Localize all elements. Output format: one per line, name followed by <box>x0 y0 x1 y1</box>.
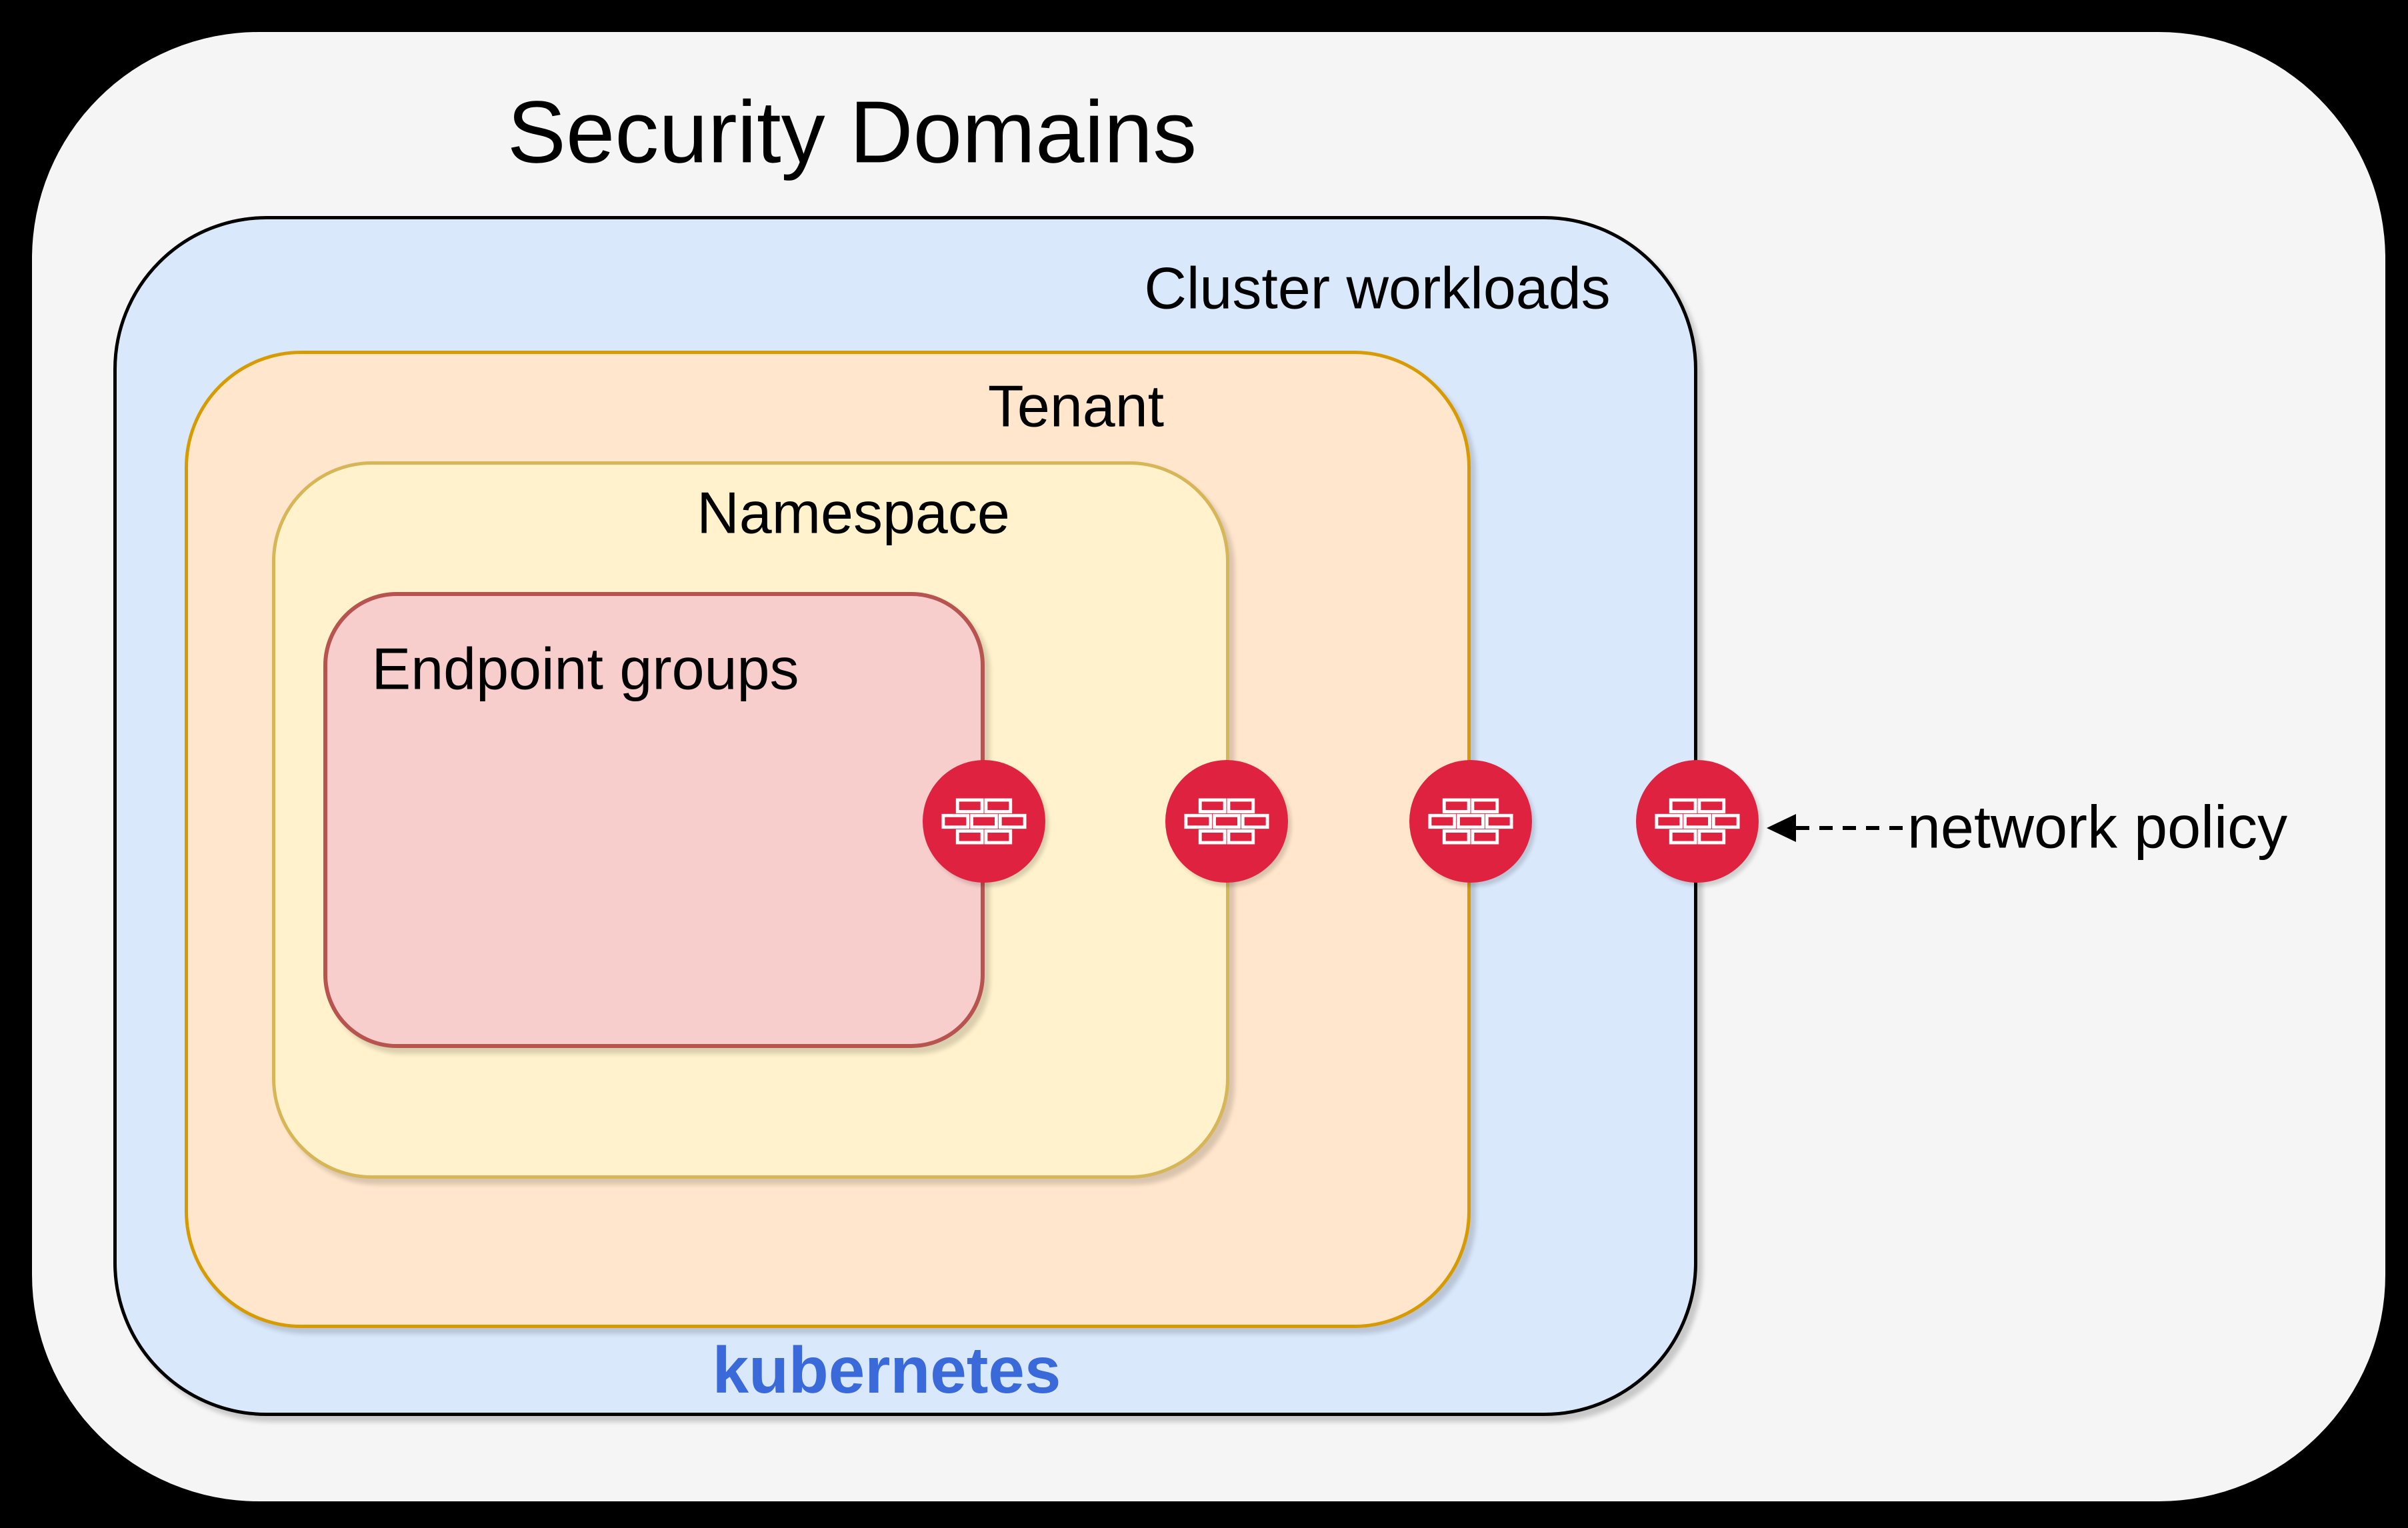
firewall-circle-tenant-boundary <box>1409 760 1532 883</box>
firewall-icon <box>1428 798 1513 845</box>
tenant-label: Tenant <box>987 373 1165 439</box>
cluster-workloads-label: Cluster workloads <box>1144 255 1611 321</box>
arrow-left-icon <box>1767 814 1916 842</box>
firewall-circle-endpoint-boundary <box>923 760 1045 883</box>
endpoint-groups-box <box>323 592 985 1048</box>
firewall-icon <box>941 798 1027 845</box>
endpoint-groups-label: Endpoint groups <box>371 635 799 702</box>
firewall-circle-cluster-boundary <box>1636 760 1759 883</box>
network-policy-label: network policy <box>1907 794 2288 861</box>
namespace-label: Namespace <box>697 479 1010 546</box>
kubernetes-wordmark: kubernetes <box>712 1333 1061 1407</box>
diagram-title: Security Domains <box>507 83 1197 181</box>
firewall-icon <box>1655 798 1740 845</box>
firewall-icon <box>1184 798 1269 845</box>
firewall-circle-namespace-boundary <box>1165 760 1288 883</box>
